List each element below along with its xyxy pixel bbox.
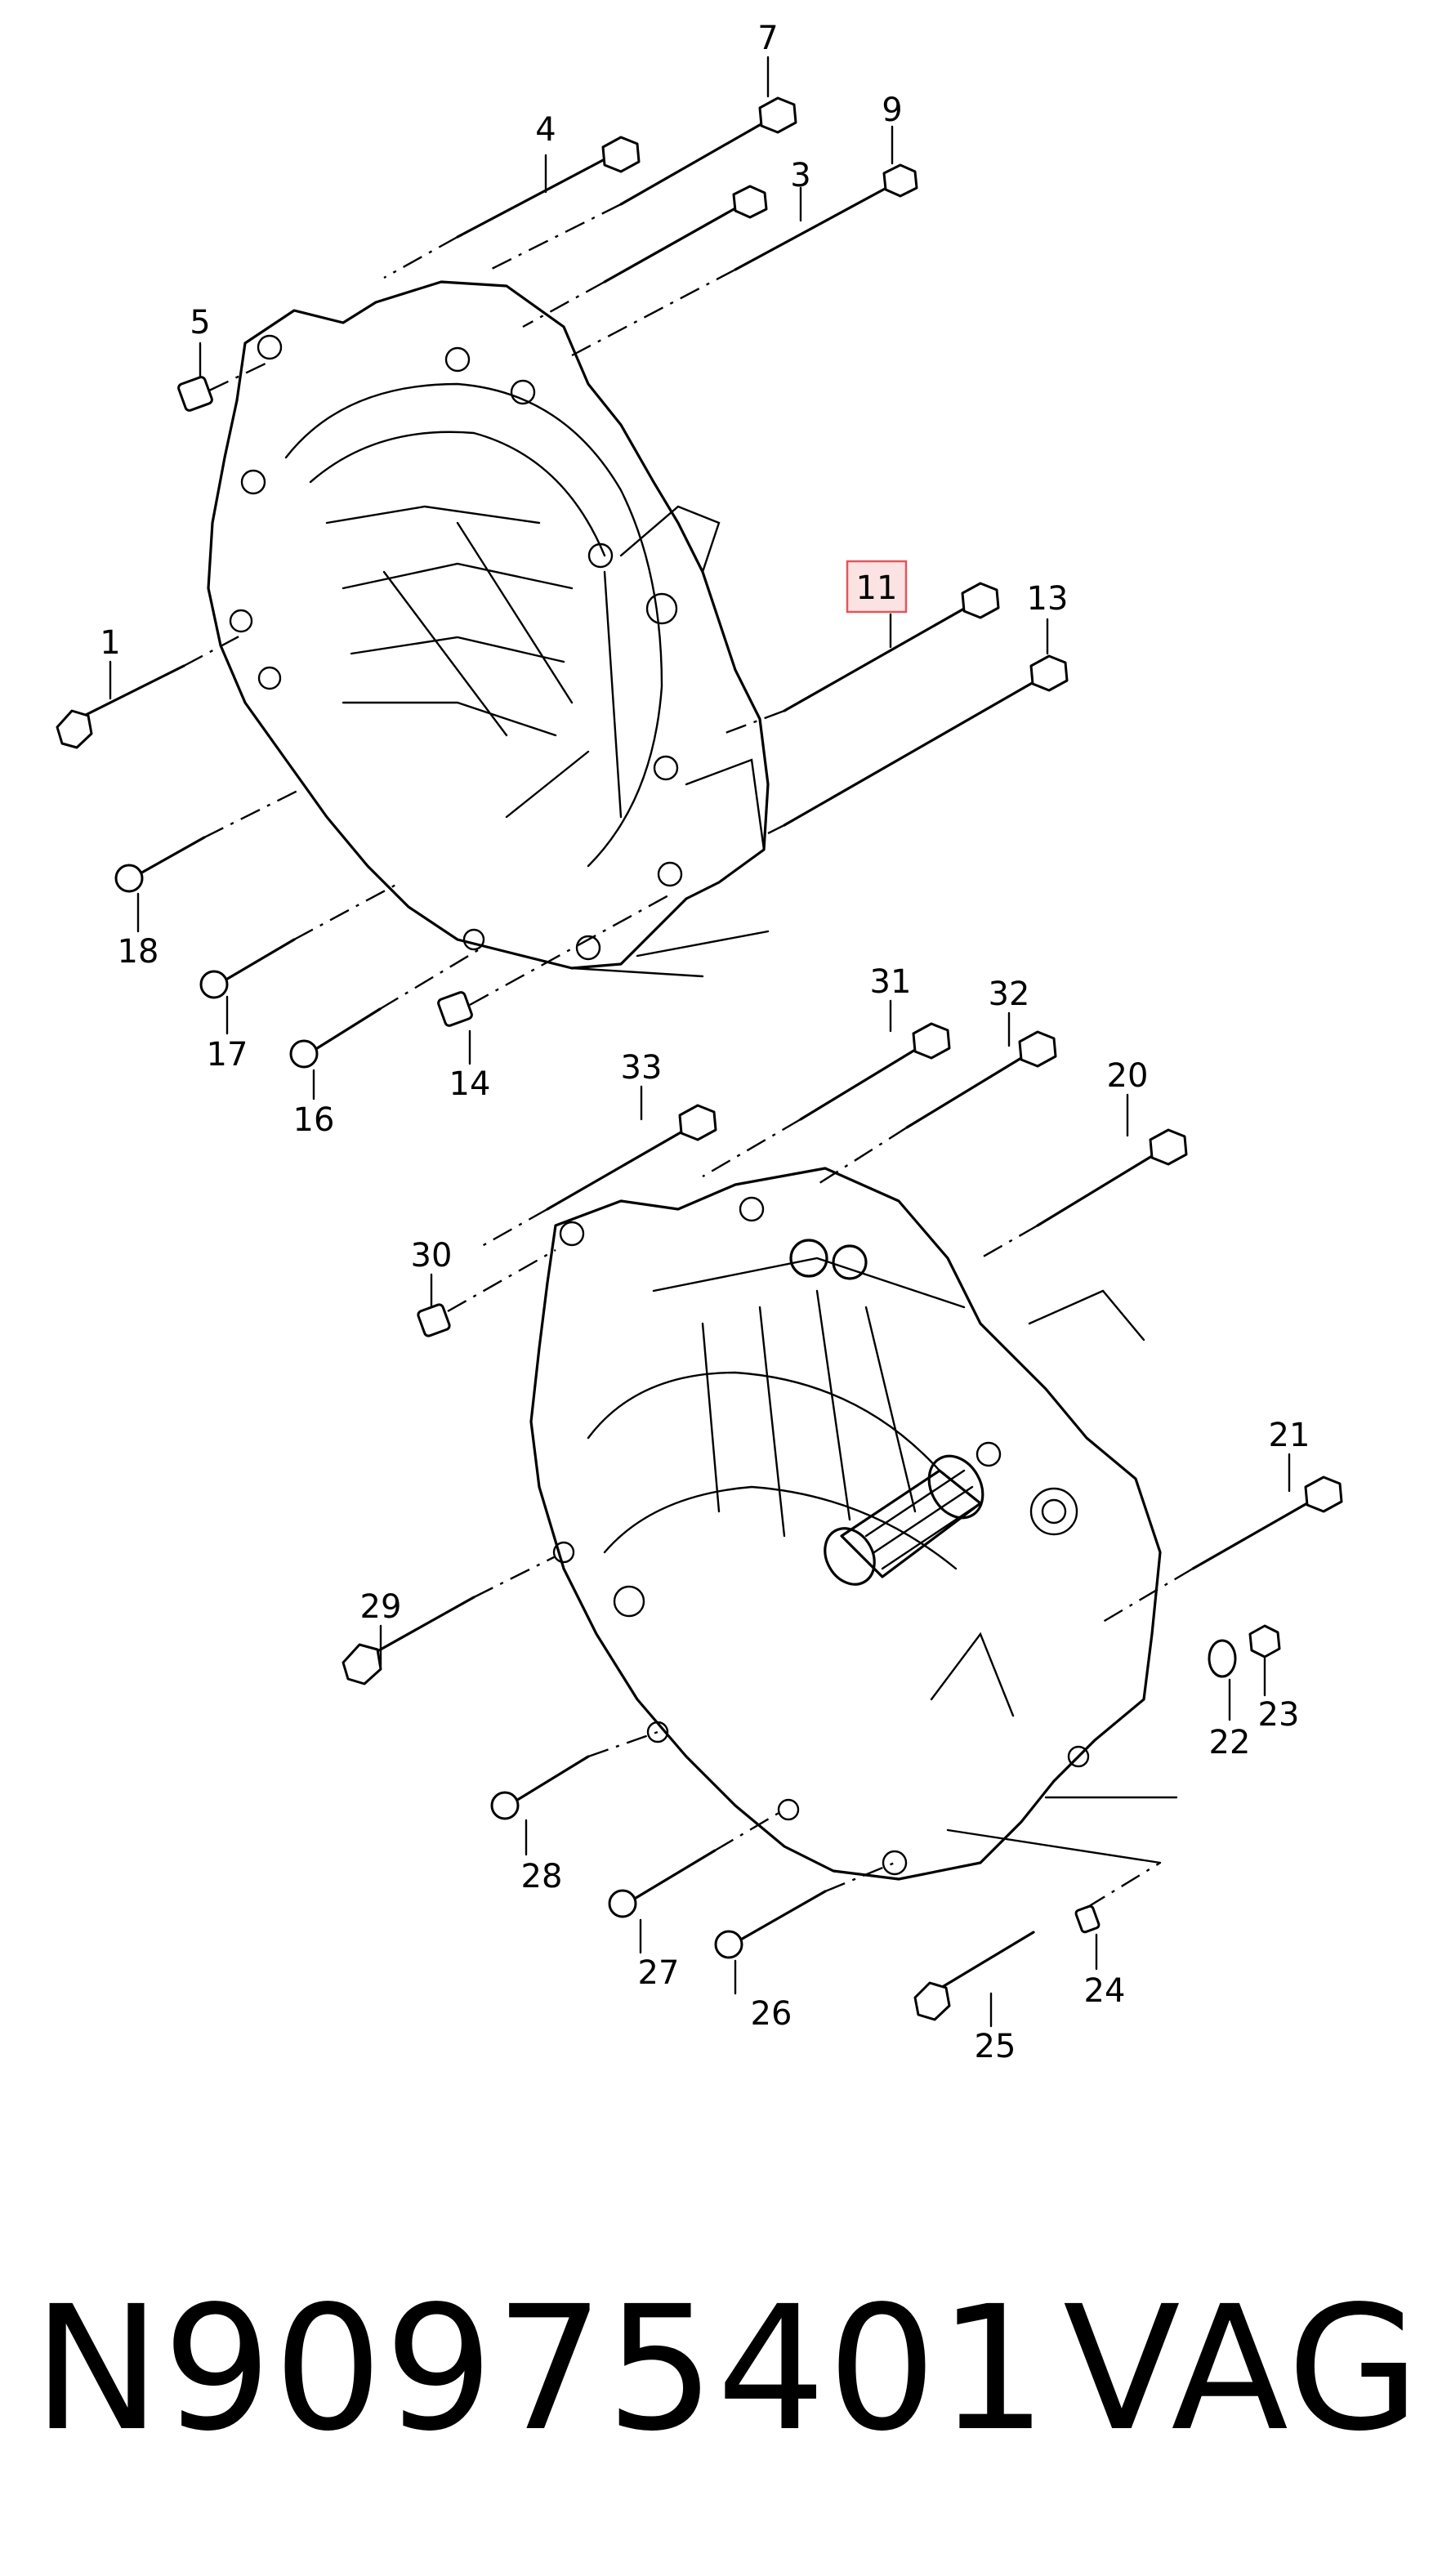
callout-23: 23 [1258,1696,1300,1734]
callout-4: 4 [535,111,556,149]
callout-16: 16 [293,1101,335,1139]
callout-28: 28 [521,1858,563,1895]
callout-26: 26 [751,1995,792,2033]
callout-29: 29 [360,1588,402,1626]
callout-labels: 1 3 4 5 7 9 11 13 14 16 17 18 20 21 22 2… [100,20,1310,2065]
callout-20: 20 [1107,1057,1149,1095]
callout-1: 1 [100,624,120,662]
upper-housing [207,280,770,978]
footer: N90975401 VAG [33,2271,1422,2467]
callout-9: 9 [882,92,902,129]
callout-14: 14 [449,1065,491,1103]
callout-32: 32 [989,975,1030,1013]
callout-24: 24 [1084,1972,1126,2010]
leader-lines [109,56,1291,2028]
callout-17: 17 [207,1036,248,1074]
callout-27: 27 [638,1954,680,1992]
callout-11-highlight [846,560,908,614]
callout-13: 13 [1027,580,1069,618]
lower-bolts [342,1022,1343,2021]
callout-11: 11 [856,569,898,607]
callout-5: 5 [190,304,210,342]
callout-31: 31 [870,963,912,1001]
callout-21: 21 [1269,1417,1310,1454]
callout-18: 18 [118,933,159,971]
part-number: N90975401 [33,2269,1049,2469]
callout-7: 7 [757,20,778,57]
lower-housing [529,1167,1178,1881]
callout-22: 22 [1209,1724,1251,1761]
exploded-parts-diagram: 1 3 4 5 7 9 11 13 14 16 17 18 20 21 22 2… [56,20,1343,2065]
brand-name: VAG [1063,2269,1422,2469]
callout-33: 33 [621,1049,663,1087]
callout-3: 3 [790,157,810,194]
callout-25: 25 [975,2028,1016,2065]
callout-30: 30 [411,1237,453,1275]
upper-bolts [56,96,1069,1069]
